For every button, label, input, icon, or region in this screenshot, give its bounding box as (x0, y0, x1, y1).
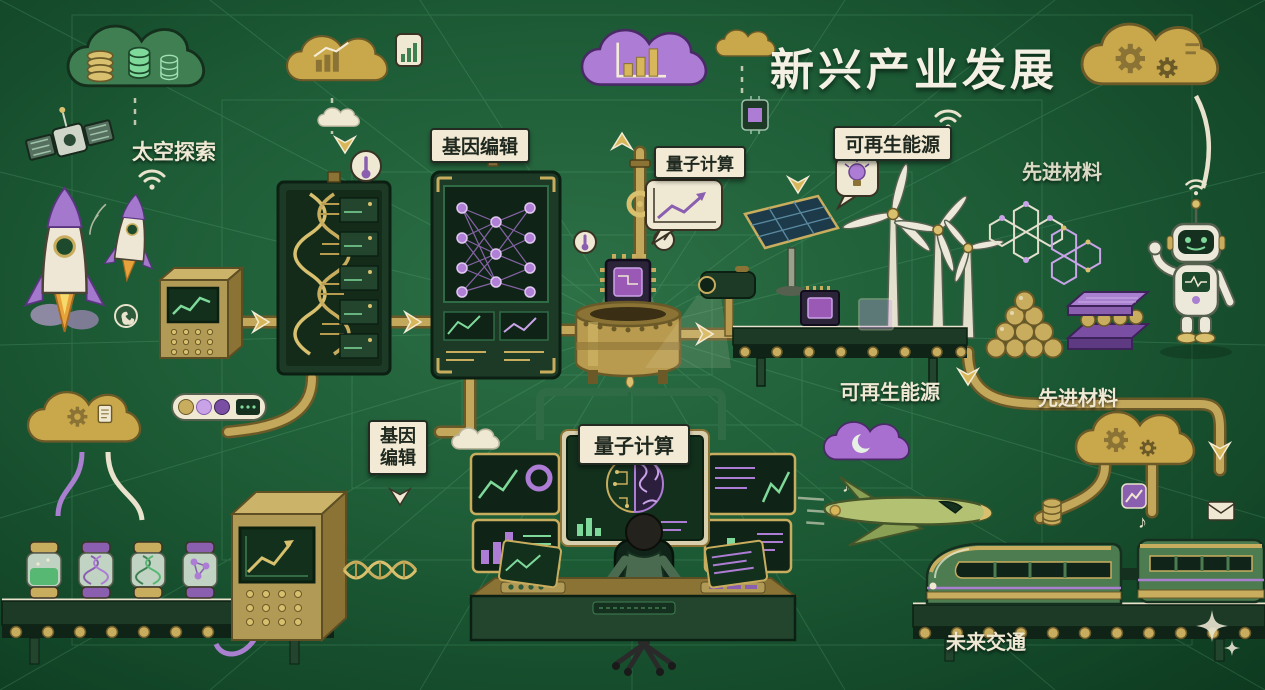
music-note-icon: ♪ (1138, 512, 1147, 532)
label-gene-editing-side: 基因 编辑 (368, 420, 428, 476)
chart-tile-icon (1121, 483, 1147, 509)
gears-cloud-bottom-icon (1074, 410, 1196, 466)
label-space-exploration: 太空探索 (132, 141, 216, 164)
lightbulb-bubble (835, 155, 879, 211)
analysis-machine (213, 489, 349, 657)
chart-bubble (645, 179, 723, 245)
molecule-lattice-purple-icon (1050, 225, 1102, 285)
label-future-transport: 未来交通 (946, 632, 1026, 654)
train-coupler (1119, 568, 1140, 580)
train-conveyor (912, 602, 1265, 662)
cable-to-robot (1194, 94, 1212, 189)
projector-icon (645, 266, 756, 368)
palette-legend (171, 393, 267, 421)
label-renewable-energy-top: 可再生能源 (833, 126, 953, 161)
purple-cable (55, 451, 85, 517)
satellite-icon (25, 106, 115, 161)
specimen-capsule-purple-dna (78, 541, 114, 599)
control-desk (468, 539, 798, 642)
quantum-chip-icon (600, 254, 656, 306)
thermometer-icon (350, 150, 382, 182)
molecule-lattice-icon (988, 201, 1064, 263)
phone-icon (114, 304, 138, 328)
layered-material-icon (1065, 291, 1151, 350)
reactor-vat (574, 254, 682, 384)
label-gene-editing-top: 基因编辑 (430, 128, 531, 163)
sparkle-icon (1196, 610, 1240, 656)
label-quantum-computing-center: 量子计算 (578, 424, 690, 465)
envelope-icon (1207, 501, 1235, 521)
thermometer-small-icon (573, 230, 597, 254)
neural-network-panel (430, 143, 562, 380)
small-cloud-icon (715, 29, 776, 57)
analytics-cloud-icon (580, 28, 708, 86)
label-renewable-energy-mid: 可再生能源 (840, 382, 940, 404)
bar-chart-icon (395, 33, 423, 67)
solar-panel-icon (743, 194, 840, 296)
bullet-train-rear-car (1136, 538, 1265, 604)
dna-strand-icon (342, 560, 418, 580)
database-icon (1042, 498, 1062, 526)
small-cream-cloud-icon (317, 107, 360, 127)
rocket-small-icon (89, 193, 154, 283)
robot-shadow (1160, 345, 1232, 359)
label-advanced-materials-top: 先进材料 (1022, 162, 1102, 184)
robot-icon (1147, 198, 1236, 344)
desk-screen-left (498, 539, 562, 589)
data-cloud-icon (66, 24, 206, 88)
console-machine (157, 265, 245, 361)
quantum-control-room (468, 429, 798, 676)
chip-conveyor-belt (732, 286, 968, 387)
dashed-connectors (133, 66, 744, 134)
rocket-icon (23, 185, 106, 333)
cream-cable (105, 451, 145, 521)
gear-cloud-left-icon (26, 390, 142, 443)
nanoparticle-cluster-icon (985, 290, 1064, 359)
label-quantum-computing-top: 量子计算 (654, 146, 746, 179)
chip-badge-icon (741, 96, 769, 134)
dna-server-cabinet (276, 171, 392, 376)
gears-cloud-icon (1080, 22, 1220, 86)
neural-network-icon (461, 207, 531, 293)
chip-on-belt-icon (800, 286, 840, 326)
crescent-cloud-icon (823, 421, 910, 461)
label-advanced-materials-mid: 先进材料 (1038, 388, 1118, 410)
bullet-train-front-car (925, 542, 1123, 606)
jet-aircraft-icon (797, 475, 993, 547)
specimen-capsule-green-dna (130, 541, 166, 599)
label-gene-editing-line1: 基因 (380, 426, 416, 446)
wifi-icon (138, 169, 166, 192)
desk-screen-right (704, 539, 768, 589)
chip-hologram-icon (858, 298, 895, 331)
label-gene-editing-line2: 编辑 (380, 447, 416, 468)
chart-cloud-icon (285, 34, 389, 82)
specimen-capsule-green-liquid (26, 541, 62, 599)
page-title: 新兴产业发展 (770, 46, 1058, 95)
specimen-capsule-molecule (182, 541, 218, 599)
